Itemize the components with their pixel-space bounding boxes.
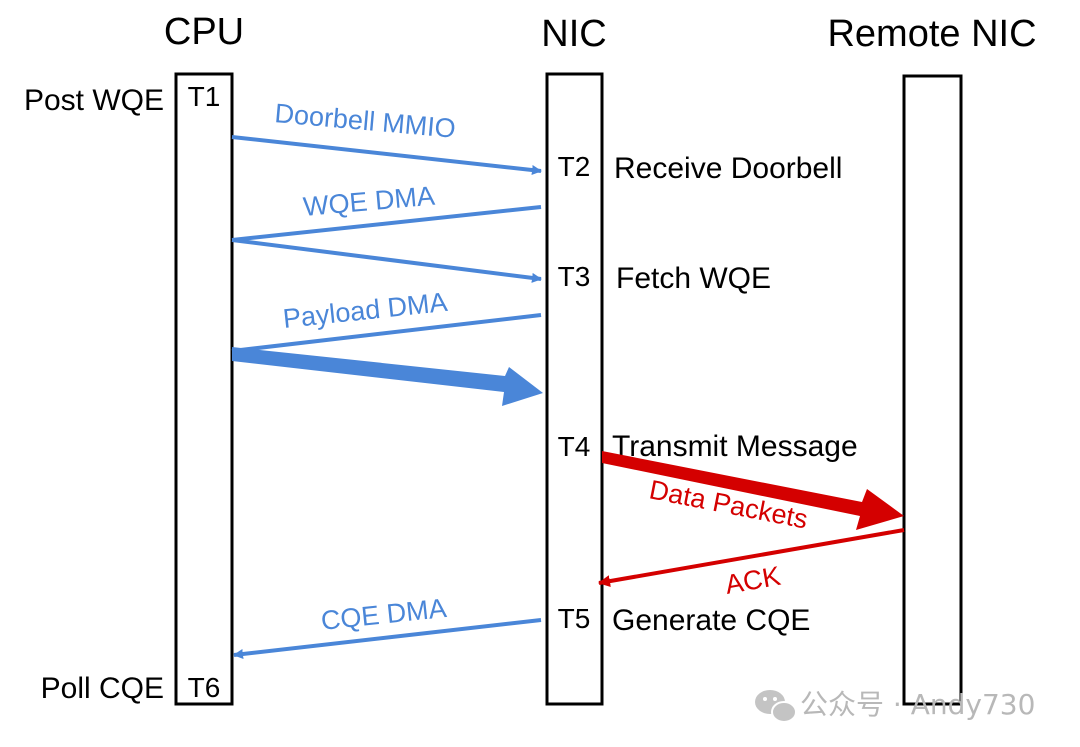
payload-dma-arrow [232,347,543,406]
post-wqe-label: Post WQE [24,84,164,117]
cqe-dma-label: CQE DMA [319,593,447,636]
time-t3: T3 [558,261,591,292]
wqe-dma-request-line [231,205,542,242]
doorbell-mmio-arrow [231,135,542,175]
time-t1: T1 [188,81,221,112]
remote-nic-lifeline [902,74,963,706]
cqe-dma-arrow [233,618,542,659]
time-t6: T6 [188,672,221,703]
nic-title: NIC [541,13,606,55]
cpu-title: CPU [164,11,244,53]
time-t4: T4 [558,431,591,462]
time-t5: T5 [558,603,591,634]
doorbell-mmio-label: Doorbell MMIO [273,98,456,144]
ack-label: ACK [723,561,783,600]
fetch-wqe-label: Fetch WQE [616,262,771,295]
wechat-icon [755,690,797,723]
transmit-message-label: Transmit Message [612,430,858,463]
wqe-dma-arrow [231,238,542,283]
watermark: 公众号 · Andy730 [755,688,1035,723]
wqe-dma-label: WQE DMA [302,181,436,222]
remote-nic-title: Remote NIC [827,13,1036,55]
nic-lifeline [545,72,604,706]
time-t2: T2 [558,151,591,182]
watermark-text: 公众号 · Andy730 [800,688,1035,721]
cpu-lifeline [174,72,234,706]
generate-cqe-label: Generate CQE [612,604,810,637]
receive-doorbell-label: Receive Doorbell [614,152,842,185]
payload-dma-request-line [231,313,542,353]
poll-cqe-label: Poll CQE [41,672,164,705]
data-packets-arrow [602,451,904,530]
ack-arrow [598,528,905,588]
